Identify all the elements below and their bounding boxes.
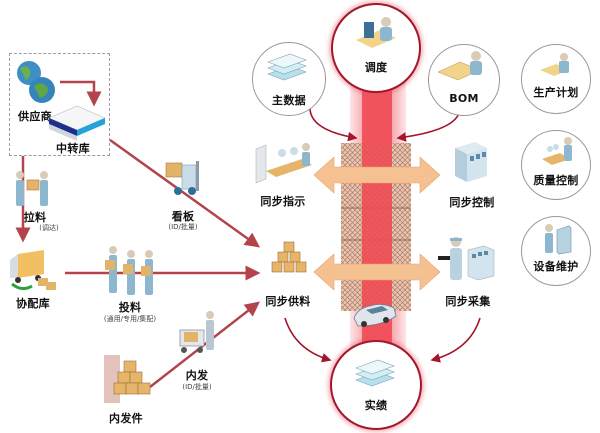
planner-icon (540, 53, 570, 76)
sync-control-label: 同步控制 (449, 196, 495, 209)
workers-handover-icon (16, 171, 48, 206)
feed-material-label: 投料 (118, 301, 142, 314)
right-label-2: 设备维护 (533, 260, 579, 273)
cart-worker-icon (179, 311, 214, 353)
forklift-icon (165, 161, 199, 195)
scanner-operator-icon (438, 237, 495, 281)
documents-icon (267, 53, 307, 81)
sync-collection-label: 同步采集 (445, 295, 491, 308)
warehouse-icon (48, 105, 106, 141)
supplier-group-box (9, 53, 110, 156)
supplier-label: 供应商 (18, 110, 52, 123)
control-building-icon (455, 142, 487, 182)
feed-material-sub: (通用/专用/集配) (103, 315, 157, 323)
double-arrow-top (313, 156, 441, 194)
right-label-1: 质量控制 (533, 174, 579, 187)
documents-icon (355, 359, 395, 387)
pull-material-sub: (调达) (39, 224, 59, 232)
workers-carrying-icon (105, 246, 153, 295)
computer-operator-icon (356, 17, 396, 48)
performance-label: 实绩 (364, 399, 388, 412)
kanban-label: 看板 (171, 210, 195, 223)
internal-dispatch-label: 内发 (185, 369, 209, 382)
right-node-production-plan (521, 44, 591, 114)
bom-node (428, 44, 500, 116)
drafting-operator-icon (437, 51, 482, 81)
right-label-0: 生产计划 (533, 86, 579, 99)
double-arrow-bottom (313, 253, 441, 291)
dispatch-label: 调度 (364, 61, 388, 74)
dispatch-node (331, 3, 421, 93)
globe-icon (17, 61, 55, 103)
sync-supply-label: 同步供料 (265, 295, 311, 308)
bom-label: BOM (449, 92, 479, 105)
quality-inspector-icon (542, 137, 572, 165)
internal-dispatch-sub: (ID/批量) (182, 383, 212, 391)
pull-material-label: 拉料 (23, 211, 47, 224)
right-node-quality-control (521, 130, 591, 200)
internal-parts-label: 内发件 (109, 412, 143, 425)
transfer-warehouse-label: 中转库 (56, 142, 90, 155)
assembly-line-icon (255, 143, 312, 184)
performance-node (330, 340, 422, 430)
equipment-technician-icon (545, 224, 572, 255)
boxes-icon (104, 355, 151, 403)
boxes-icon (271, 241, 307, 273)
sync-instruction-label: 同步指示 (260, 195, 306, 208)
master-data-label: 主数据 (272, 94, 306, 107)
truck-icon (10, 250, 56, 291)
car-icon (353, 304, 397, 327)
right-node-equipment-maintenance (521, 216, 591, 286)
coop-warehouse-label: 协配库 (16, 297, 50, 310)
kanban-sub: (ID/批量) (168, 223, 198, 231)
